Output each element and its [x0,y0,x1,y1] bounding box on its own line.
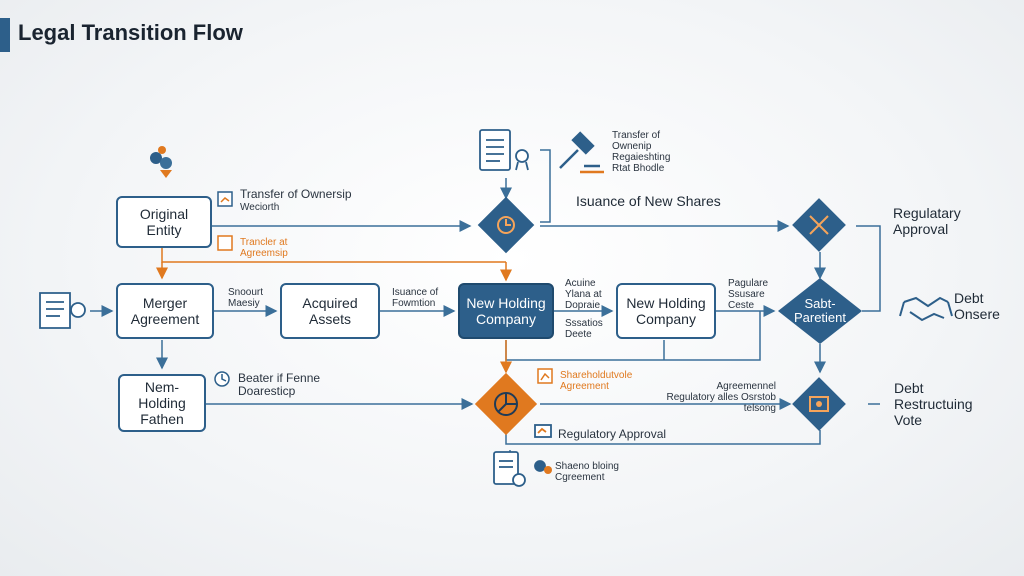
diamond-orange [474,372,538,436]
orange-connectors [156,246,512,374]
edge-doc-bracket [540,149,551,223]
edge-orange-to-diamond3-bottom [505,430,821,445]
sabt-paretient-label: Sabt-Paretient [793,296,847,325]
shaeno-bloing-label: Shaeno bloing Cgreement [555,461,619,483]
people-icon [150,146,172,178]
small-doc-icon [217,191,233,207]
transfer-ownership-label: Transfer of Ownersip [240,187,352,201]
document-icon [479,129,529,171]
handshake-icon [899,296,953,322]
monitor-icon [534,424,552,438]
certificate-icon [493,451,552,487]
shareholder-vote-label: Shareholdutvole Agreement [560,370,633,392]
debt-restructuring-vote-label: Debt Restructuing Vote [894,380,973,428]
agreement-regulatory-label: Agreemennel Regulatory alles Osrstob tel… [666,381,777,414]
ssiatios-label: Sssatios Deete [565,318,603,340]
chart-icon [537,368,553,384]
issuance-fowmtion-label: Isuance of Fowmtion [392,287,439,309]
debt-onsere-label: Debt Onsere [954,290,1000,322]
trancler-agreement-label: Trancler at Agreemsip [240,237,288,259]
edge-right-bracket [856,225,881,312]
snoourt-label: Snoourt Maesiy [228,287,264,309]
regulatory-approval-right-label: Regulatary Approval [893,205,961,237]
scroll-icon [39,292,86,329]
diamond-bottom-right [792,377,846,431]
transfer-ownership-sublabel: Weciorth [240,202,280,213]
diamond-top-center [477,196,535,254]
issuance-new-shares-label: Isuance of New Shares [576,193,721,209]
diamond-sabt [778,278,862,344]
title-accent-bar [0,18,10,52]
regulatory-approval-bottom-label: Regulatory Approval [558,427,667,441]
beater-fenne-label: Beater if Fenne Doaresticp [238,371,321,398]
page-title: Legal Transition Flow [18,20,243,45]
transfer-top-label: Transfer of Ownenip Regaieshting Rtat Bh… [612,130,671,174]
small-orange-icon [217,235,233,251]
edge-orange-top [161,246,506,263]
pagulare-label: Pagulare Ssusare Ceste [728,278,769,311]
gavel-icon [559,131,604,174]
acuine-label: Acuine Ylana at Dopraie [565,278,602,311]
clock-icon [214,371,230,387]
diamond-top-right [792,198,846,252]
